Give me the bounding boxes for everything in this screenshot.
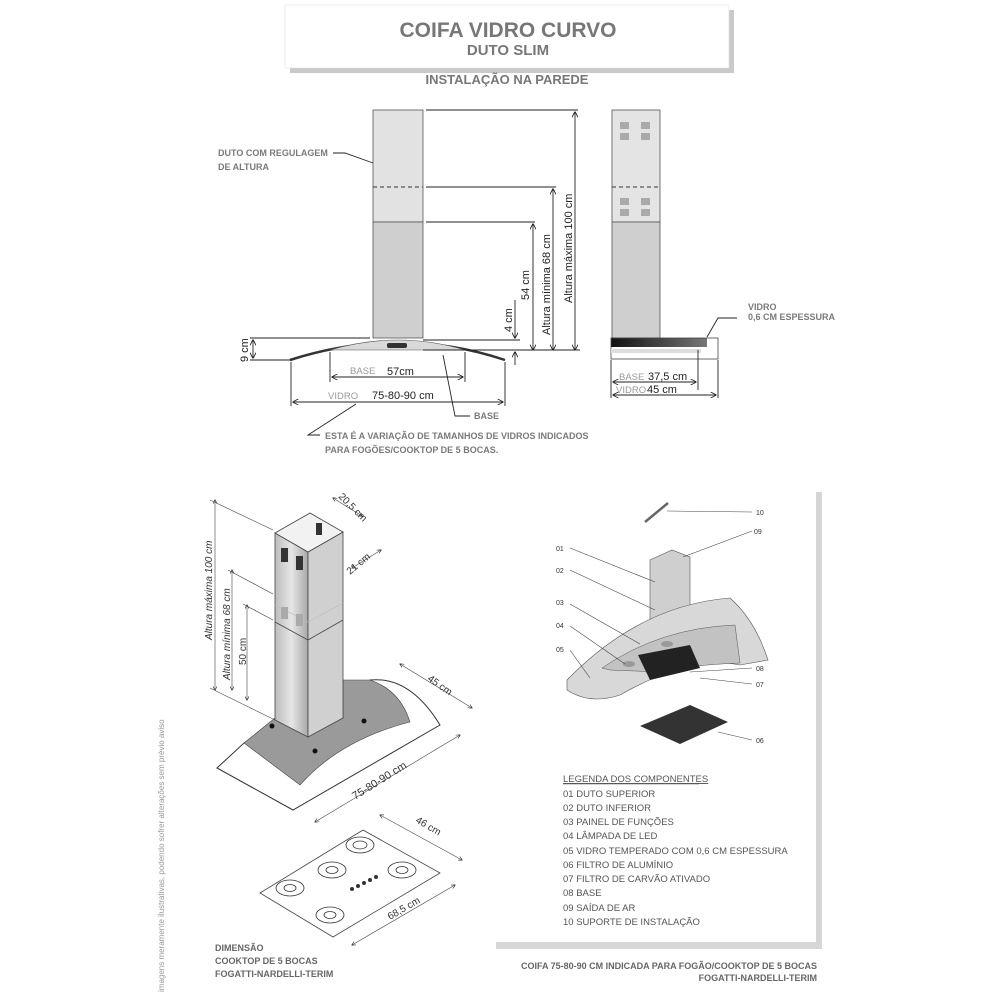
callout-02: 02 (556, 568, 564, 575)
duct-label-2: DE ALTURA (218, 162, 269, 172)
callout-09: 09 (754, 529, 762, 536)
legend-item: 07 FILTRO DE CARVÃO ATIVADO (563, 874, 710, 885)
side-glass-dim: 45 cm (647, 384, 677, 396)
cooktop-depth: 46 cm (414, 815, 443, 838)
legend-item: 03 PAINEL DE FUNÇÕES (563, 817, 674, 828)
cooktop-caption-1: DIMENSÃO (215, 943, 264, 953)
callout-10: 10 (756, 510, 764, 517)
max-height-dim: Altura máxima 100 cm (563, 194, 575, 303)
upper-duct (372, 109, 424, 223)
legend-item: 09 SAÍDA DE AR (563, 903, 635, 914)
callout-01: 01 (556, 546, 564, 553)
callout-08: 08 (756, 666, 764, 673)
note-line-2: PARA FOGÕES/COOKTOP DE 5 BOCAS. (325, 445, 498, 455)
legend-title: LEGENDA DOS COMPONENTES (563, 774, 708, 785)
base-width-dim: 57cm (387, 366, 414, 378)
min-height-dim: Altura mínima 68 cm (541, 234, 553, 335)
lower-duct (372, 221, 424, 339)
legend-item: 06 FILTRO DE ALUMÍNIO (563, 860, 673, 871)
legend-item: 10 SUPORTE DE INSTALAÇÃO (563, 917, 700, 928)
legend-item: 08 BASE (563, 888, 602, 899)
iso-hood-drawing (209, 498, 472, 822)
carbon-filter (638, 645, 700, 680)
callout-05: 05 (556, 647, 564, 654)
callout-03: 03 (556, 600, 564, 607)
iso-duct-width: 20,5 cm (336, 491, 369, 524)
glass-word: VIDRO (328, 391, 358, 402)
aluminum-filter (640, 705, 728, 744)
legend-item: 01 DUTO SUPERIOR (563, 789, 655, 800)
cooktop-caption-3: FOGATTI-NARDELLI-TERIM (215, 969, 333, 979)
base-word: BASE (350, 366, 375, 377)
callout-06: 06 (756, 738, 764, 745)
iso-max-height: Altura máxima 100 cm (204, 541, 215, 641)
mounting-bracket (644, 502, 669, 523)
side-glass-label: VIDRO (748, 302, 777, 312)
vent-grilles (620, 122, 650, 216)
note-line-1: ESTA É A VARIAÇÃO DE TAMANHOS DE VIDROS … (325, 431, 589, 441)
disclaimer: imagens meramente ilustrativas, podendo … (157, 719, 166, 992)
section-title: INSTALAÇÃO NA PAREDE (426, 72, 589, 87)
lower-duct-dim: 54 cm (520, 270, 532, 300)
duct-label: DUTO COM REGULAGEM (218, 148, 328, 158)
callout-04: 04 (556, 623, 564, 630)
side-view-drawing (610, 109, 737, 398)
exploded-view-card: 01 02 03 04 05 06 07 08 09 10 LEGENDA DO… (492, 488, 822, 949)
side-base-word: BASE (619, 372, 644, 383)
control-panel (387, 343, 407, 348)
legend-item: 05 VIDRO TEMPERADO COM 0,6 CM ESPESSURA (563, 846, 788, 857)
hood-caption-1: COIFA 75-80-90 CM INDICADA PARA FOGÃO/CO… (521, 961, 817, 971)
callout-07: 07 (756, 682, 764, 689)
glass-width-dim: 75-80-90 cm (372, 390, 434, 402)
title-box: COIFA VIDRO CURVO DUTO SLIM (284, 4, 734, 73)
cooktop-drawing (259, 815, 462, 945)
page-subtitle: DUTO SLIM (467, 42, 549, 59)
iso-lower-duct: 50 cm (238, 638, 249, 665)
iso-hood-depth: 45 cm (425, 673, 454, 698)
iso-duct-depth: 21 cm (345, 551, 373, 577)
gap-dim: 4 cm (503, 308, 515, 332)
side-base-dim: 37,5 cm (648, 371, 687, 383)
side-glass-word: VIDRO (616, 385, 646, 396)
iso-min-height: Altura mínima 68 cm (222, 588, 233, 681)
cooktop-caption-2: COOKTOP DE 5 BOCAS (215, 956, 318, 966)
front-view-drawing (250, 109, 580, 436)
base-label: BASE (474, 411, 499, 421)
hood-height-dim: 9 cm (239, 338, 251, 362)
burners (275, 836, 417, 924)
legend-item: 02 DUTO INFERIOR (563, 803, 651, 814)
page-title: COIFA VIDRO CURVO (399, 19, 616, 42)
side-glass-thickness: 0,6 CM ESPESSURA (748, 312, 836, 322)
hood-caption-2: FOGATTI-NARDELLI-TERIM (699, 973, 817, 983)
legend-item: 04 LÂMPADA DE LED (563, 831, 657, 842)
